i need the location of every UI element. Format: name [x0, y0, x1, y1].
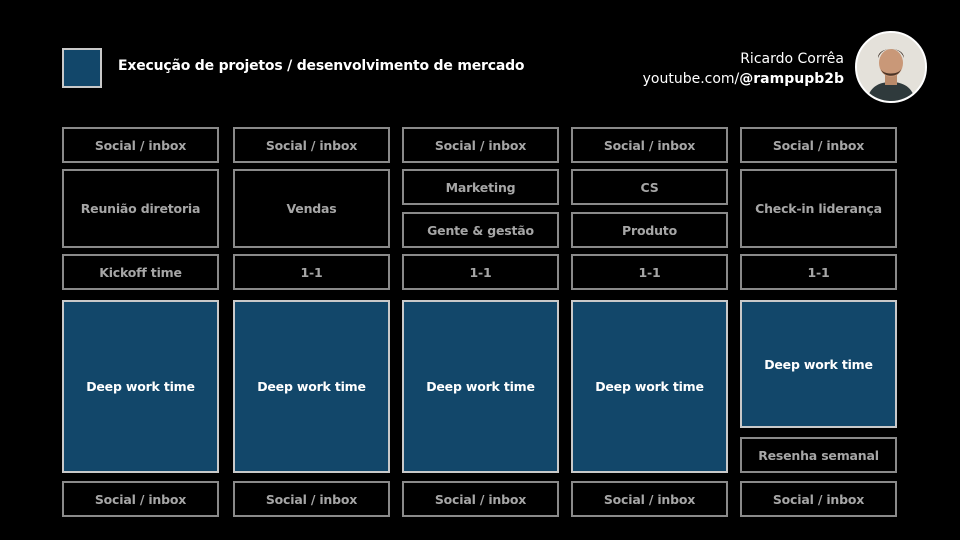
social-inbox-slot: Social / inbox [402, 127, 559, 163]
social-inbox-slot: Social / inbox [402, 481, 559, 517]
deep-work-block: Deep work time [571, 300, 728, 473]
avatar-portrait [857, 33, 925, 101]
legend-swatch [62, 48, 102, 88]
deep-work-block: Deep work time [740, 300, 897, 428]
social-inbox-slot: Social / inbox [62, 481, 219, 517]
author-block: Ricardo Corrêa youtube.com/@rampupb2b [643, 49, 844, 89]
meeting-slot: Produto [571, 212, 728, 248]
deep-work-block: Deep work time [233, 300, 390, 473]
meeting-slot: Marketing [402, 169, 559, 205]
one-on-one-slot: 1-1 [402, 254, 559, 290]
meeting-slot: Vendas [233, 169, 390, 248]
author-name: Ricardo Corrêa [740, 51, 844, 67]
one-on-one-slot: Kickoff time [62, 254, 219, 290]
deep-work-block: Deep work time [402, 300, 559, 473]
one-on-one-slot: 1-1 [233, 254, 390, 290]
social-inbox-slot: Social / inbox [740, 481, 897, 517]
avatar [855, 31, 927, 103]
meeting-slot: Check-in liderança [740, 169, 897, 248]
social-inbox-slot: Social / inbox [740, 127, 897, 163]
meeting-slot: CS [571, 169, 728, 205]
one-on-one-slot: 1-1 [571, 254, 728, 290]
social-inbox-slot: Social / inbox [62, 127, 219, 163]
weekly-review-slot: Resenha semanal [740, 437, 897, 473]
channel-prefix: youtube.com/ [642, 71, 740, 87]
social-inbox-slot: Social / inbox [233, 127, 390, 163]
social-inbox-slot: Social / inbox [571, 127, 728, 163]
meeting-slot: Gente & gestão [402, 212, 559, 248]
deep-work-block: Deep work time [62, 300, 219, 473]
meeting-slot: Reunião diretoria [62, 169, 219, 248]
one-on-one-slot: 1-1 [740, 254, 897, 290]
social-inbox-slot: Social / inbox [571, 481, 728, 517]
channel-handle: @rampupb2b [739, 71, 844, 87]
social-inbox-slot: Social / inbox [233, 481, 390, 517]
author-channel: youtube.com/@rampupb2b [643, 69, 844, 89]
legend-label: Execução de projetos / desenvolvimento d… [118, 58, 525, 74]
